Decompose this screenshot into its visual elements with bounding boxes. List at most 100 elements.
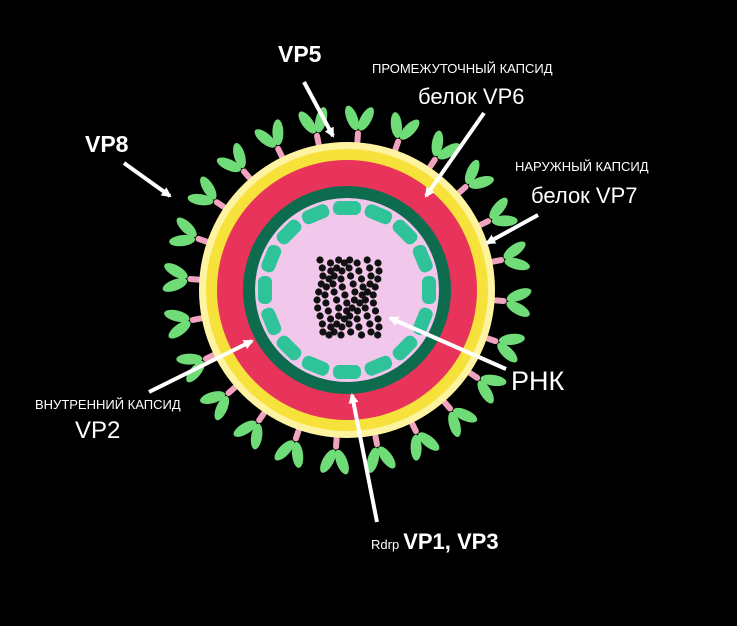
rna-dot	[333, 296, 341, 304]
rna-dot	[315, 288, 323, 296]
rna-dot	[346, 256, 354, 264]
arrow-vp5	[302, 81, 335, 138]
rna-dot	[343, 299, 351, 307]
spike-stalk	[202, 352, 217, 362]
vp4-spike	[427, 130, 461, 170]
rna-dot	[371, 307, 380, 315]
spike-stalk	[456, 183, 469, 196]
vp4-spike	[164, 309, 204, 339]
arrow-rna	[388, 316, 507, 371]
vp4-spike	[390, 112, 420, 153]
rdrp-bead	[261, 307, 282, 336]
spike-lobe	[272, 119, 284, 146]
rna-dot	[321, 291, 329, 299]
rna-dot	[374, 275, 382, 283]
rna-dot	[341, 291, 349, 299]
rdrp-bead	[392, 219, 418, 245]
spike-stalk	[213, 199, 227, 210]
vp4-spike	[320, 435, 349, 475]
label-intermediate-protein: белок VP6	[418, 84, 525, 109]
rna-dot	[363, 256, 371, 264]
rna-dot	[356, 299, 364, 307]
spike-stalk	[187, 276, 202, 283]
rdrp-bead	[276, 335, 302, 361]
rna-dot	[316, 256, 324, 264]
rna-dot	[337, 275, 345, 283]
rna-dot	[316, 312, 324, 320]
spike-lobe	[162, 278, 188, 292]
spike-stalk	[314, 132, 322, 147]
vp4-spike	[169, 217, 210, 247]
label-rdrp: Rdrp	[371, 537, 400, 552]
vp4-spike	[274, 427, 304, 468]
vp4-spike	[467, 370, 507, 404]
rna-genome	[313, 256, 383, 339]
rdrp-bead	[412, 244, 433, 273]
spike-lobe	[377, 446, 396, 469]
vp4-spike	[484, 333, 525, 363]
rna-dot	[357, 331, 366, 339]
rdrp-bead	[261, 244, 282, 273]
vp4-spike	[441, 399, 478, 437]
rna-dot	[326, 259, 335, 267]
label-outer-capsid: НАРУЖНЫЙ КАПСИД	[515, 159, 649, 174]
rdrp-bead	[301, 204, 330, 225]
rna-dot	[322, 299, 330, 307]
rna-dot	[375, 267, 383, 275]
vp4-spike	[254, 119, 285, 160]
spike-lobe	[164, 309, 190, 323]
rna-dot	[371, 283, 379, 291]
spike-lobe	[366, 447, 380, 473]
rdrp-bead	[276, 219, 302, 245]
spike-lobe	[250, 423, 263, 450]
spike-stalk	[477, 218, 492, 228]
rna-dot	[322, 283, 330, 291]
spike-lobe	[298, 111, 317, 134]
core-interior	[255, 198, 439, 382]
spike-stalk	[484, 335, 499, 345]
spike-lobe	[453, 407, 478, 423]
rna-dot	[351, 288, 359, 296]
rdrp-bead	[392, 335, 418, 361]
spike-lobe	[448, 411, 461, 437]
spike-lobe	[503, 241, 526, 260]
rdrp-bead	[333, 201, 361, 215]
spike-lobe	[169, 234, 196, 247]
vp4-spike	[162, 263, 202, 292]
arrow-rdrp	[348, 393, 379, 523]
rna-dot	[338, 267, 346, 275]
spike-lobe	[216, 157, 241, 173]
rdrp-bead	[258, 276, 272, 304]
spike-lobe	[418, 432, 440, 451]
spike-stalk	[392, 138, 402, 153]
spike-stalk	[256, 410, 267, 424]
spike-lobe	[468, 176, 494, 189]
rna-dot	[335, 304, 343, 312]
label-vp8: VP8	[85, 131, 129, 157]
spike-lobe	[233, 420, 257, 437]
spike-lobe	[504, 257, 530, 271]
arrow-vp7	[485, 213, 539, 245]
spike-stalk	[225, 384, 238, 397]
rna-dot	[330, 288, 338, 296]
rna-dot	[318, 264, 326, 272]
rna-dot	[337, 331, 345, 339]
rna-dot	[369, 291, 377, 299]
spike-stalk	[372, 433, 380, 448]
rdrp-bead	[364, 355, 393, 376]
vp4-spike	[492, 288, 532, 317]
spike-lobe	[480, 374, 507, 387]
rdrp-bead	[364, 204, 393, 225]
spike-lobe	[410, 434, 422, 461]
rna-dot	[333, 320, 341, 328]
rna-dot	[347, 272, 355, 280]
rna-dot	[346, 312, 354, 320]
rna-dot	[325, 275, 333, 283]
rna-dot	[313, 296, 321, 304]
spike-lobe	[274, 440, 295, 461]
rna-dot	[319, 272, 327, 280]
rna-dot	[340, 315, 348, 323]
spike-lobe	[390, 112, 403, 139]
spike-lobe	[200, 391, 226, 404]
rna-dot	[335, 312, 343, 320]
